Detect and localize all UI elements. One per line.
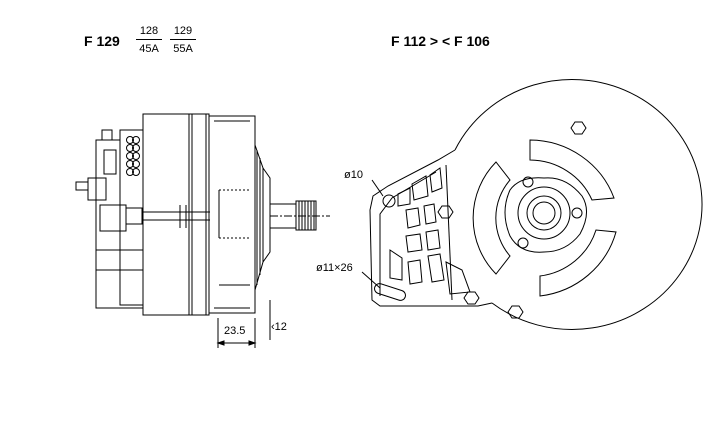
model-code-f112-f106: F 112 > < F 106 [391,33,490,49]
fraction-bar [170,39,196,40]
fraction-bottom: 55A [173,43,193,55]
slot-hole [374,283,406,301]
bracket-pocket [427,253,445,283]
rating-fraction-128: 128 45A [136,25,162,55]
fraction-bottom: 45A [139,43,159,55]
dim-arrow [216,340,225,346]
cooling-slot [539,229,617,297]
fan-cone [254,144,264,291]
housing-circle [454,79,703,330]
stator-body [142,113,190,316]
fraction-top: 128 [139,25,159,37]
connector-block [87,177,107,201]
bearing-hub [517,186,571,240]
model-code-f129: F 129 [84,33,120,49]
coil-spring [126,136,140,176]
bracket-pocket [411,175,429,201]
brush-holder [99,204,127,232]
housing-bolt [570,121,587,135]
fraction-top: 129 [173,25,193,37]
dim-width-label: 23.5 [224,325,246,337]
dim-offset-arrow: ‹ [271,321,275,333]
dim-offset-label: ‹12 [271,322,287,333]
bracket-pocket [445,261,471,295]
rectifier-box [95,249,144,309]
bracket-rib [445,164,453,301]
bracket-pocket [389,249,403,281]
bracket-pocket [423,203,437,225]
bracket-pocket [397,187,411,207]
bearing-inner [526,195,562,231]
side-view [75,113,330,348]
shaft-bore [532,201,556,225]
plug-pin [75,181,89,191]
slot-size-label: ø11×26 [316,262,353,274]
leader-line-slot [361,271,381,289]
bracket-pocket [407,259,423,285]
bracket-pocket [405,233,423,253]
bracket-pocket [425,229,441,251]
housing-bolt [463,291,480,305]
fan-cone [262,167,271,263]
hub-screw [571,207,583,219]
housing-bolt [437,205,454,219]
housing-bolt [507,305,524,319]
hub-screw [517,237,529,249]
cooling-slot [529,139,615,201]
dim-offset-value: 12 [274,321,287,333]
bracket-pocket [429,167,443,193]
terminal [101,129,113,141]
bracket-pocket [405,207,421,229]
cooling-slot [472,161,511,275]
hole-diameter-label: ø10 [344,169,363,181]
leader-line-hole [371,179,384,197]
dim-arrow [248,340,257,346]
rating-fraction-129: 129 55A [170,25,196,55]
capacitor [103,149,117,175]
front-view [361,79,703,330]
bolt-head [125,207,143,225]
fraction-bar [136,39,162,40]
hub-screw [522,176,534,188]
mount-hole [382,194,396,208]
bearing-hub-flange [504,177,587,253]
mounting-bracket [369,149,493,307]
drive-end-housing [208,115,256,314]
